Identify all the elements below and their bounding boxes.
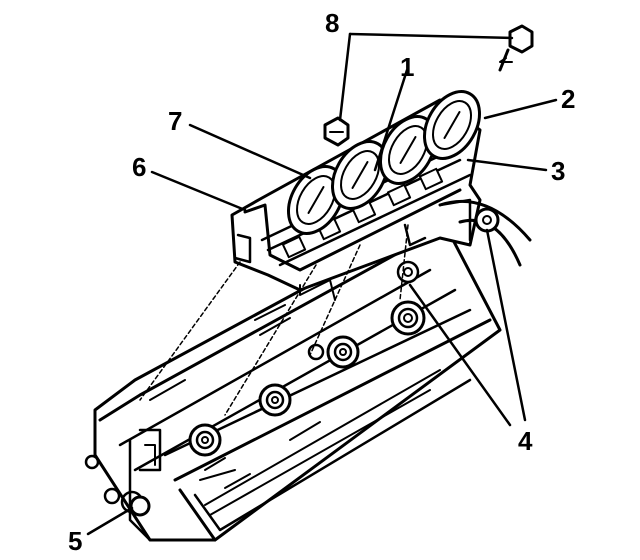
callout-6: 6 bbox=[132, 152, 146, 182]
ignition-coils bbox=[287, 90, 481, 235]
leader-lines bbox=[86, 32, 558, 536]
callout-3: 3 bbox=[551, 156, 565, 186]
callout-labels: 1 2 3 4 5 6 7 8 bbox=[68, 8, 575, 556]
bolt-8-left bbox=[323, 116, 350, 147]
coil-wells bbox=[188, 260, 426, 457]
callout-2: 2 bbox=[561, 84, 575, 114]
bolt-4-upper bbox=[474, 207, 500, 233]
callout-7: 7 bbox=[168, 106, 182, 136]
bolt-8-right bbox=[498, 24, 534, 72]
callout-1: 1 bbox=[400, 52, 414, 82]
callout-5: 5 bbox=[68, 526, 82, 556]
callout-4: 4 bbox=[518, 426, 533, 456]
bolt-5 bbox=[129, 495, 151, 517]
callout-8: 8 bbox=[325, 8, 339, 38]
